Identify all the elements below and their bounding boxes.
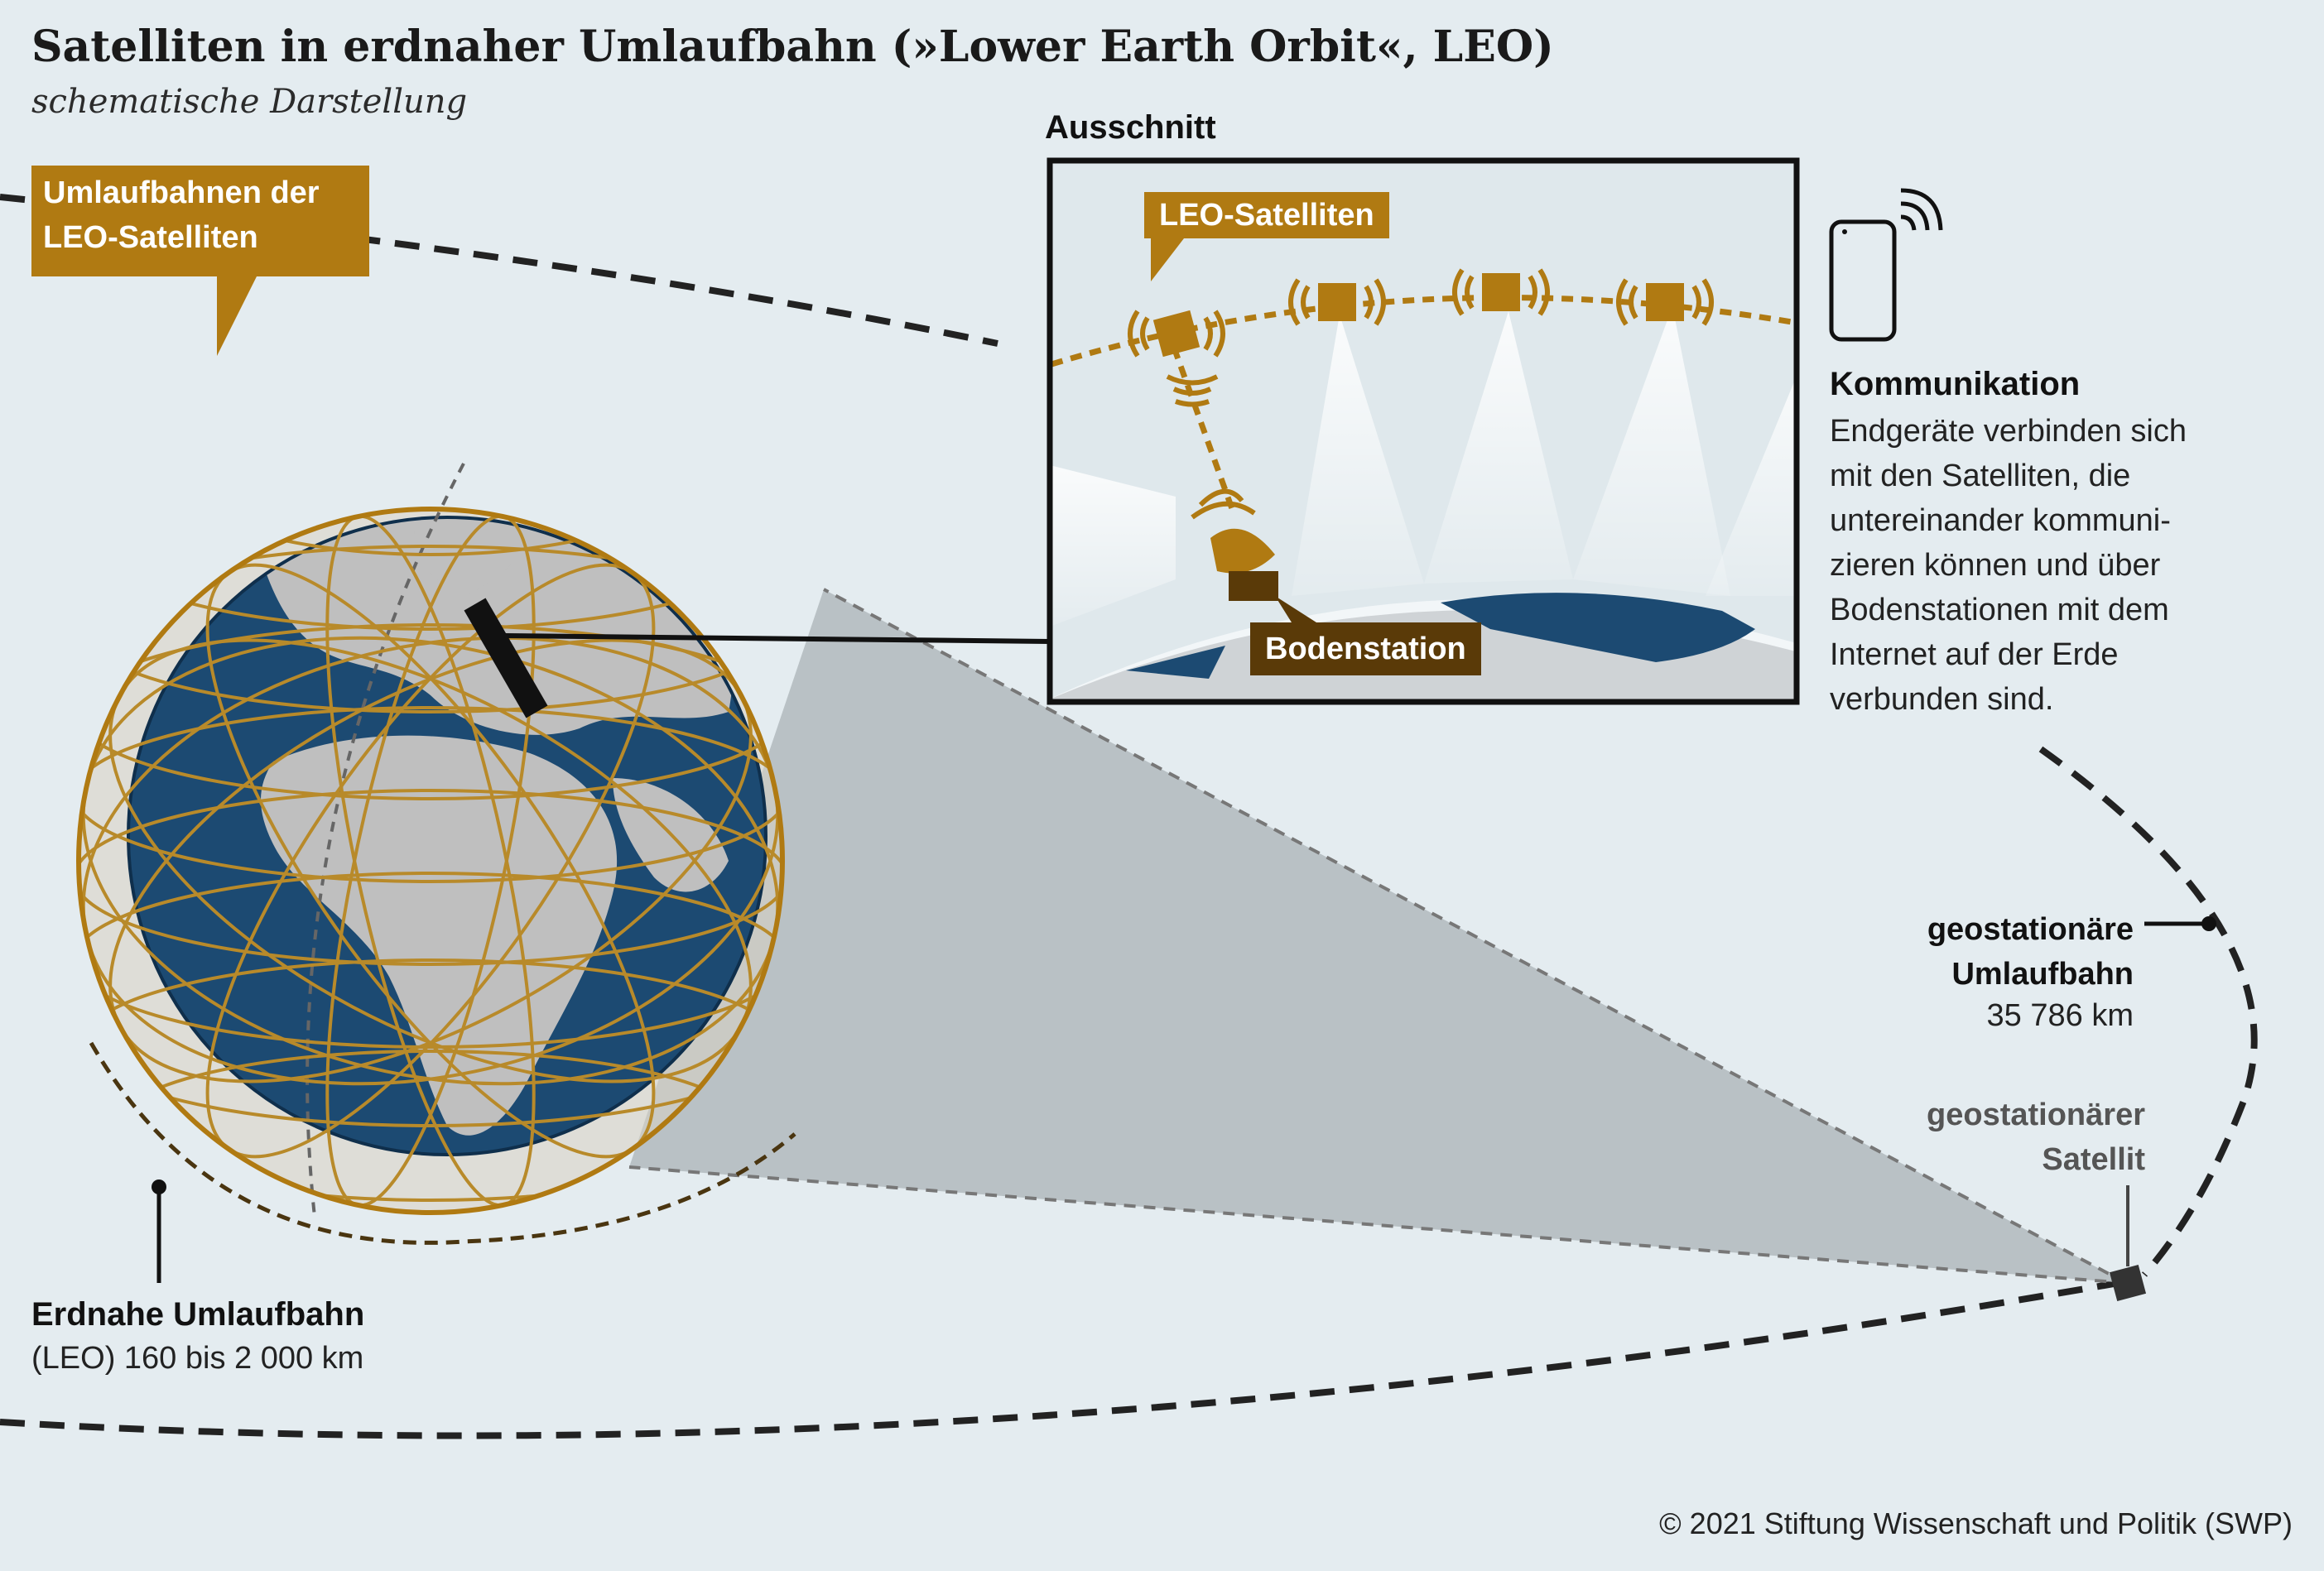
geostationary-orbit-label: geostationäre Umlaufbahn bbox=[1927, 907, 2134, 997]
geostationary-satellite bbox=[2109, 1185, 2147, 1302]
orbits-label-line1: Umlaufbahnen der bbox=[43, 175, 320, 210]
inset-beams bbox=[1050, 306, 1797, 627]
communication-line: verbunden sind. bbox=[1830, 682, 2054, 717]
geostationary-satellite-label-line2: Satellit bbox=[2042, 1142, 2145, 1177]
leo-satellites-label: LEO-Satelliten bbox=[1144, 192, 1389, 238]
satellite-icon bbox=[1288, 278, 1386, 326]
globe bbox=[76, 463, 796, 1245]
cone-edge-top bbox=[823, 588, 2127, 1285]
leo-orbit-leader bbox=[152, 1179, 166, 1283]
page-title: Satelliten in erdnaher Umlaufbahn (»Lowe… bbox=[31, 22, 1554, 72]
satellite-icon bbox=[1452, 268, 1550, 316]
geostationary-orbit bbox=[2038, 746, 2258, 1277]
inset-heading: Ausschnitt bbox=[1045, 109, 1216, 146]
coverage-cone bbox=[629, 589, 2126, 1283]
geostationary-satellite-label: geostationärer Satellit bbox=[1927, 1093, 2145, 1182]
communication-line: zieren können und über bbox=[1830, 548, 2161, 583]
communication-line: untereinander kommuni- bbox=[1830, 503, 2171, 538]
wifi-icon bbox=[1166, 374, 1219, 407]
page-subtitle: schematische Darstellung bbox=[31, 83, 468, 121]
geostationary-orbit-leader bbox=[2144, 916, 2216, 931]
communication-line: Internet auf der Erde bbox=[1830, 637, 2119, 672]
communication-heading: Kommunikation bbox=[1830, 366, 2081, 402]
leo-orbit-range: (LEO) 160 bis 2 000 km bbox=[31, 1341, 364, 1376]
orbits-label-line2: LEO-Satelliten bbox=[43, 220, 258, 255]
orbits-label: Umlaufbahnen der LEO-Satelliten bbox=[31, 166, 369, 276]
communication-line: mit den Satelliten, die bbox=[1830, 459, 2131, 493]
communication-line: Endgeräte verbinden sich bbox=[1830, 414, 2187, 449]
satellite-icon bbox=[1616, 278, 1714, 326]
smartphone-icon bbox=[1829, 188, 1943, 342]
communication-text: Endgeräte verbinden sich mit den Satelli… bbox=[1830, 409, 2187, 722]
geostationary-orbit-label-line2: Umlaufbahn bbox=[1951, 957, 2134, 992]
section-marker bbox=[464, 598, 548, 718]
copyright: © 2021 Stiftung Wissenschaft und Politik… bbox=[1659, 1506, 2293, 1540]
satellite-icon bbox=[1128, 310, 1225, 358]
leo-orbit-label: Erdnahe Umlaufbahn bbox=[31, 1296, 365, 1333]
geostationary-altitude: 35 786 km bbox=[1986, 998, 2134, 1033]
inset-box bbox=[1047, 157, 1800, 705]
communication-line: Bodenstationen mit dem bbox=[1830, 593, 2169, 627]
satellite-dish-icon bbox=[1191, 488, 1278, 601]
geostationary-orbit-label-line1: geostationäre bbox=[1927, 912, 2134, 947]
section-connector bbox=[504, 633, 1051, 644]
geostationary-satellite-label-line1: geostationärer bbox=[1927, 1098, 2145, 1132]
ground-station-label: Bodenstation bbox=[1250, 622, 1481, 675]
orbits-label-pointer bbox=[217, 273, 258, 356]
